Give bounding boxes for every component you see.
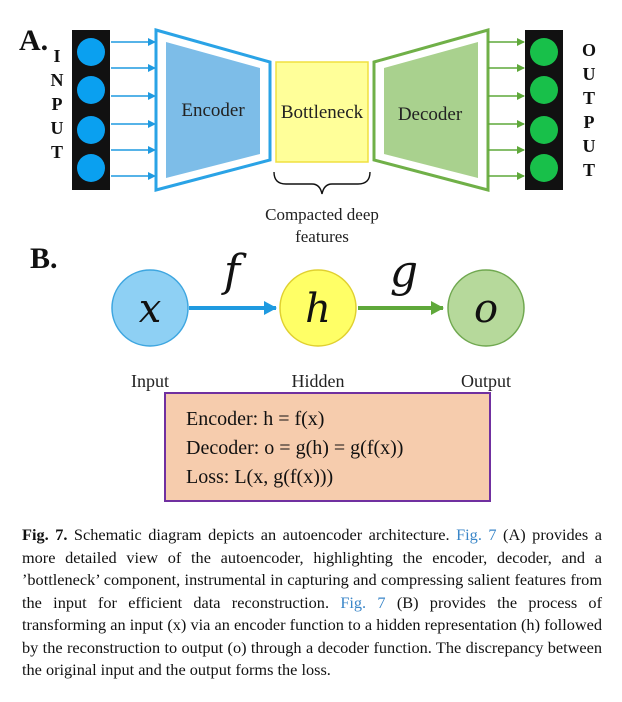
encoder-equation: Encoder: h = f(x) [186, 408, 324, 430]
figure-label: Fig. 7. [22, 525, 68, 544]
bottleneck-caption-line2: features [295, 227, 349, 246]
encoder-label: Encoder [181, 100, 245, 121]
encoder-block [166, 42, 260, 178]
hidden-symbol: h [305, 286, 331, 332]
bottleneck-brace [273, 171, 371, 195]
figure-reference-link[interactable]: Fig. 7 [340, 592, 386, 612]
output-vertical-label: O U T P U T [582, 40, 596, 180]
output-nodes [530, 38, 558, 182]
panel-b-label: B. [30, 242, 58, 275]
output-node-o [447, 269, 525, 347]
output-letter: U [583, 136, 596, 156]
autoencoder-diagram: A. I N P U T Encoder Bottleneck Decoder [19, 24, 596, 502]
output-letter: T [583, 88, 595, 108]
loss-equation: Loss: L(x, g(f(x))) [186, 466, 333, 488]
output-letter: U [583, 64, 596, 84]
input-node-label: Input [131, 371, 169, 391]
input-node [77, 154, 105, 182]
figure-reference-link[interactable]: Fig. 7 [456, 525, 497, 544]
output-letter: T [583, 160, 595, 180]
hidden-node-h [279, 269, 357, 347]
bottleneck-caption-line1: Compacted deep [265, 205, 379, 224]
output-node [530, 154, 558, 182]
caption-text: (A) provides a more detailed view of the… [22, 525, 602, 612]
output-node [530, 76, 558, 104]
output-node [530, 38, 558, 66]
input-nodes [77, 38, 105, 182]
caption-text: (B) provides the process of transforming… [22, 592, 602, 680]
hidden-node-label: Hidden [292, 371, 345, 391]
function-g-label: g [390, 246, 418, 297]
output-symbol: o [474, 286, 498, 332]
output-arrows [488, 38, 525, 180]
input-letter: I [53, 46, 60, 66]
input-letter: P [52, 94, 63, 114]
input-letter: T [51, 142, 63, 162]
equations-box [164, 392, 491, 502]
input-arrows [111, 38, 156, 180]
input-letter: U [51, 118, 64, 138]
caption-text: Schematic diagram depicts an autoencoder… [67, 525, 457, 544]
output-node [530, 116, 558, 144]
input-node [77, 38, 105, 66]
input-symbol: x [139, 286, 162, 332]
output-letter: P [584, 112, 595, 132]
input-vertical-label: I N P U T [51, 46, 64, 162]
decoder-block [384, 42, 478, 178]
function-f-label: f [221, 246, 247, 297]
decoder-label: Decoder [398, 104, 463, 125]
output-letter: O [582, 40, 596, 60]
panel-a-label: A. [19, 24, 48, 57]
bottleneck-label: Bottleneck [281, 102, 364, 123]
input-letter: N [51, 70, 64, 90]
figure-caption: Fig. 7. Schematic diagram depicts an aut… [22, 524, 602, 682]
input-node-x [111, 269, 189, 347]
bottleneck-block [275, 61, 369, 163]
decoder-equation: Decoder: o = g(h) = g(f(x)) [186, 437, 403, 459]
input-node [77, 116, 105, 144]
output-node-label: Output [461, 371, 511, 391]
input-node [77, 76, 105, 104]
